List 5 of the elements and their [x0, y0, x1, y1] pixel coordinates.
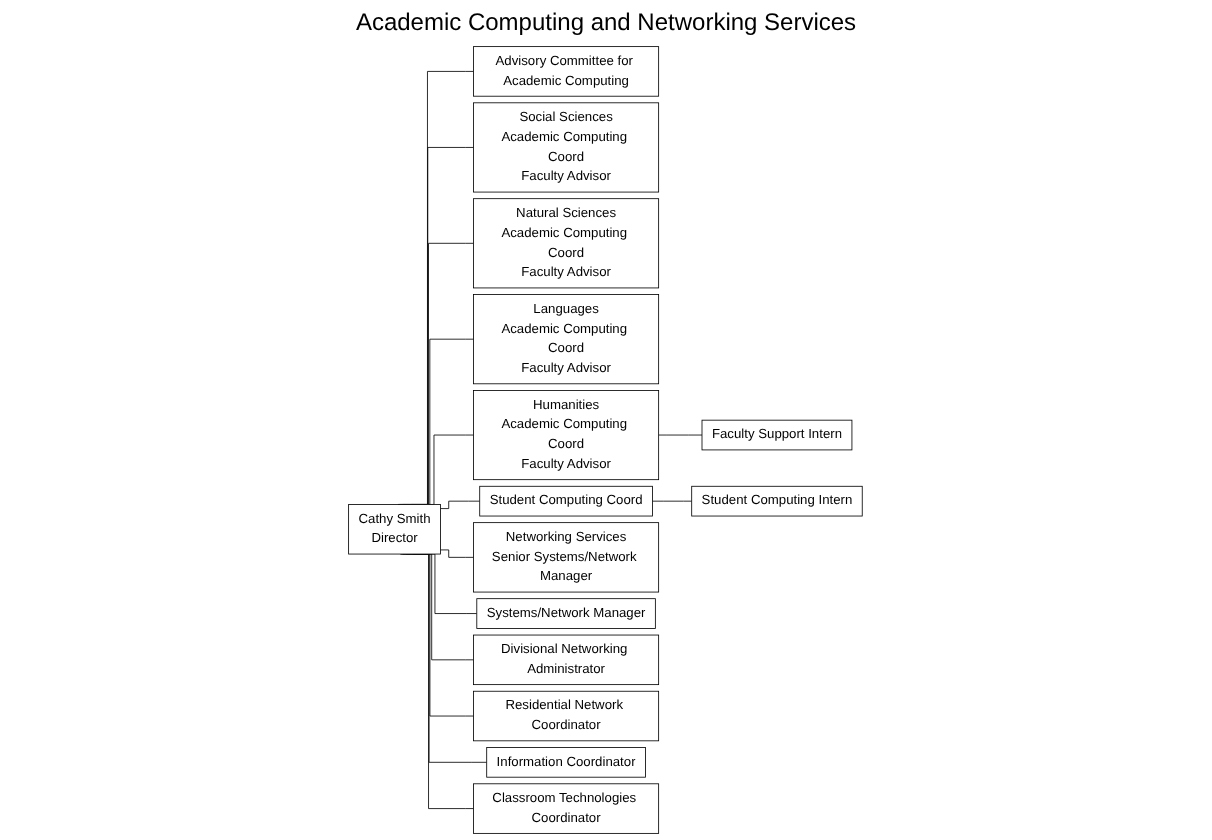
connector: [440, 549, 475, 558]
chart-title: Academic Computing and Networking Services: [355, 8, 857, 36]
connector: [652, 500, 693, 502]
connector: [440, 500, 481, 509]
connector: [658, 434, 703, 436]
